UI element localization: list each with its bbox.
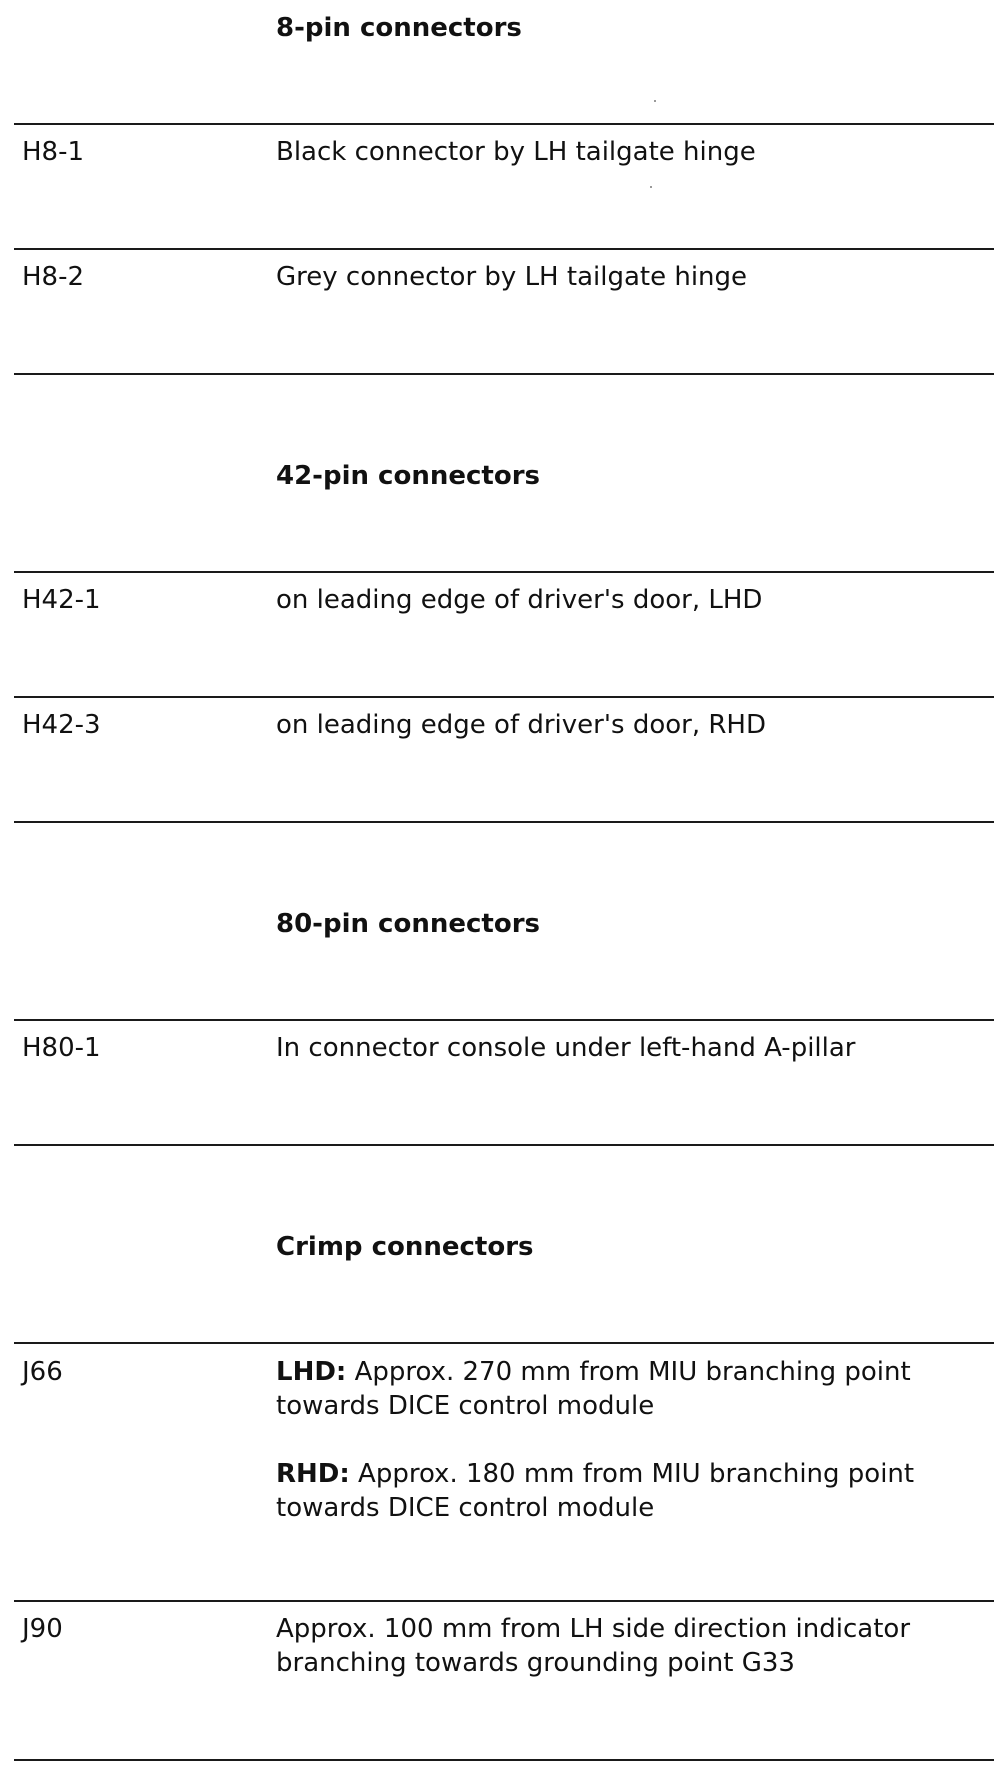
row-divider [14,248,994,250]
row-divider [14,123,994,125]
section-title-crimp: Crimp connectors [276,1232,534,1262]
connector-code-h80-1: H80-1 [22,1033,101,1063]
lhd-text: Approx. 270 mm from MIU branching point … [276,1357,911,1421]
connector-description-h42-3: on leading edge of driver's door, RHD [276,710,766,740]
connector-code-h42-1: H42-1 [22,585,101,615]
connector-code-j90: J90 [22,1614,63,1644]
connector-code-h42-3: H42-3 [22,710,101,740]
row-divider [14,821,994,823]
section-title-8-pin: 8-pin connectors [276,13,522,43]
connector-description-j66: LHD: Approx. 270 mm from MIU branching p… [276,1355,996,1525]
scan-speck [650,186,652,188]
row-divider [14,1144,994,1146]
connector-description-j90: Approx. 100 mm from LH side direction in… [276,1614,911,1678]
connector-description-h8-2: Grey connector by LH tailgate hinge [276,262,748,292]
row-divider [14,1600,994,1602]
row-divider [14,571,994,573]
connector-code-h8-1: H8-1 [22,137,85,167]
connector-description-h42-1: on leading edge of driver's door, LHD [276,585,763,615]
connector-code-j66: J66 [22,1357,63,1387]
lhd-label: LHD: [276,1357,347,1387]
scan-speck [654,100,656,102]
connector-description-h80-1: In connector console under left-hand A-p… [276,1033,856,1063]
row-divider [14,373,994,375]
row-divider [14,1759,994,1761]
section-title-80-pin: 80-pin connectors [276,909,540,939]
rhd-label: RHD: [276,1459,350,1489]
connector-description-h8-1: Black connector by LH tailgate hinge [276,137,756,167]
row-divider [14,1019,994,1021]
lhd-note: LHD: Approx. 270 mm from MIU branching p… [276,1355,996,1423]
rhd-note: RHD: Approx. 180 mm from MIU branching p… [276,1457,996,1525]
row-divider [14,1342,994,1344]
rhd-text: Approx. 180 mm from MIU branching point … [276,1459,915,1523]
section-title-42-pin: 42-pin connectors [276,461,540,491]
row-divider [14,696,994,698]
connector-code-h8-2: H8-2 [22,262,85,292]
